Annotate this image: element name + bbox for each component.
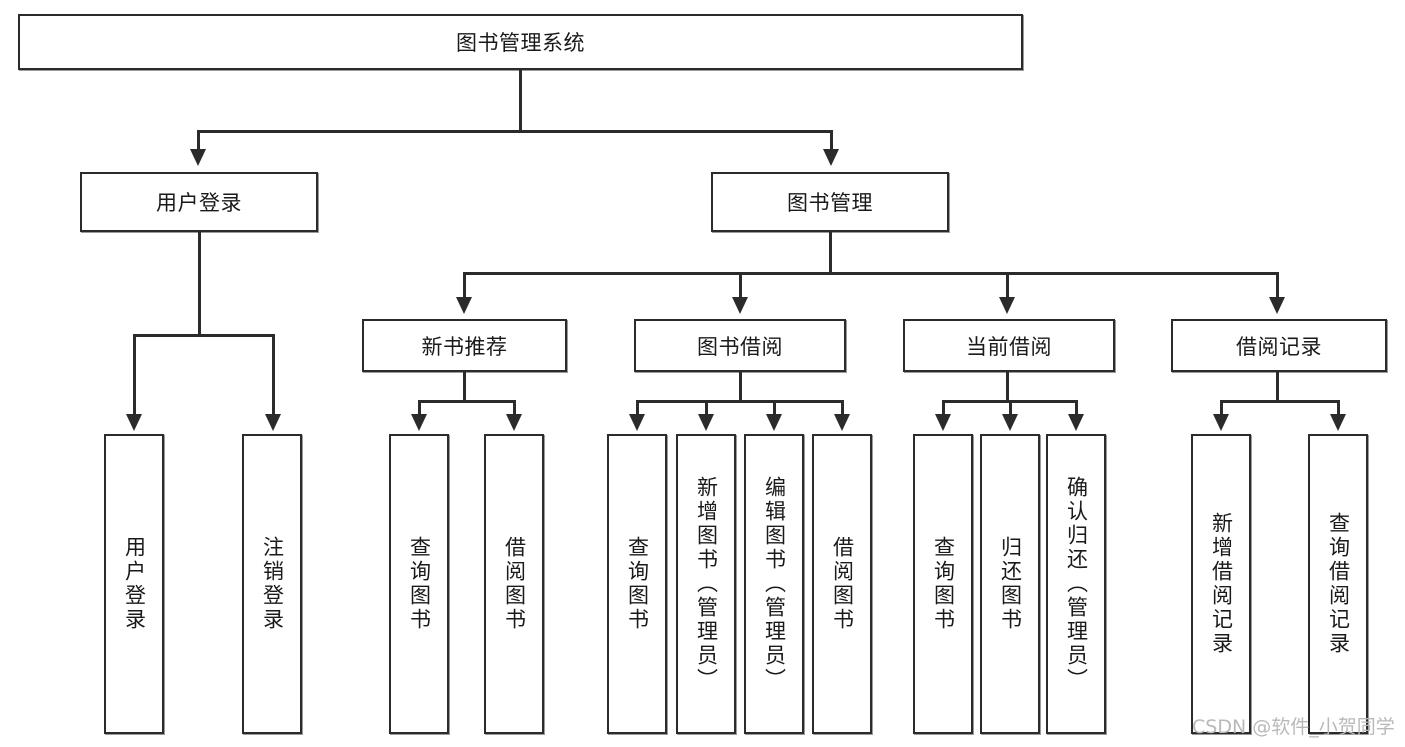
leaf-book-borrow-query-book[interactable]: 查询图书 xyxy=(607,434,667,734)
node-label: 用户登录 xyxy=(156,191,242,215)
leaf-new-book-borrow-book[interactable]: 借阅图书 xyxy=(484,434,544,734)
arrowhead-bm-to-book-borrow xyxy=(732,297,748,314)
connector-root-bus xyxy=(197,130,833,133)
leaf-book-borrow-borrow-book[interactable]: 借阅图书 xyxy=(812,434,872,734)
connector-current-borrow-stem xyxy=(1006,372,1009,402)
connector-user-login-to-leaf-2 xyxy=(272,334,275,418)
connector-user-login-stem xyxy=(198,232,201,336)
node-label: 新增图书（管理员） xyxy=(694,476,719,692)
connector-current-borrow-to-leaf-2 xyxy=(1009,400,1012,418)
node-label: 借阅图书 xyxy=(502,536,527,632)
node-label: 图书管理系统 xyxy=(456,31,585,55)
connector-bm-to-book-borrow xyxy=(739,272,742,300)
leaf-current-borrow-return-book[interactable]: 归还图书 xyxy=(980,434,1040,734)
arrowhead-book-borrow-to-leaf-4 xyxy=(834,414,850,431)
connector-book-management-bus xyxy=(463,272,1278,275)
arrowhead-user-login-to-leaf-2 xyxy=(265,414,281,431)
node-label: 新增借阅记录 xyxy=(1209,512,1234,656)
arrowhead-book-borrow-to-leaf-2 xyxy=(698,414,714,431)
node-label: 查询图书 xyxy=(931,536,956,632)
node-label: 查询图书 xyxy=(407,536,432,632)
node-label: 查询图书 xyxy=(625,536,650,632)
leaf-user-login-login[interactable]: 用户登录 xyxy=(104,434,164,734)
leaf-current-borrow-confirm-return-admin[interactable]: 确认归还（管理员） xyxy=(1046,434,1106,734)
connector-new-book-stem xyxy=(463,372,466,402)
arrowhead-bm-to-borrow-record xyxy=(1269,297,1285,314)
leaf-user-login-logout[interactable]: 注销登录 xyxy=(242,434,302,734)
node-label: 编辑图书（管理员） xyxy=(762,476,787,692)
connector-borrow-record-bus xyxy=(1220,400,1339,403)
connector-borrow-record-to-leaf-1 xyxy=(1220,400,1223,418)
connector-current-borrow-to-leaf-3 xyxy=(1075,400,1078,418)
arrowhead-root-to-book-management xyxy=(823,149,839,166)
arrowhead-user-login-to-leaf-1 xyxy=(126,414,142,431)
node-book-borrow[interactable]: 图书借阅 xyxy=(634,319,846,372)
connector-user-login-bus xyxy=(133,334,275,337)
arrowhead-root-to-user-login xyxy=(190,149,206,166)
arrowhead-current-borrow-to-leaf-2 xyxy=(1002,414,1018,431)
node-label: 注销登录 xyxy=(260,536,285,632)
node-book-management[interactable]: 图书管理 xyxy=(711,172,949,232)
connector-book-borrow-bus xyxy=(636,400,844,403)
node-label: 当前借阅 xyxy=(966,334,1052,359)
node-root-book-management-system[interactable]: 图书管理系统 xyxy=(18,14,1023,70)
connector-book-borrow-stem xyxy=(739,372,742,402)
node-label: 图书借阅 xyxy=(697,334,783,359)
connector-bm-to-borrow-record xyxy=(1276,272,1279,300)
node-label: 借阅图书 xyxy=(830,536,855,632)
connector-root-to-user-login xyxy=(197,130,200,152)
leaf-new-book-query-book[interactable]: 查询图书 xyxy=(389,434,449,734)
node-label: 查询借阅记录 xyxy=(1326,512,1351,656)
leaf-borrow-record-query-record[interactable]: 查询借阅记录 xyxy=(1308,434,1368,734)
arrowhead-bm-to-current-borrow xyxy=(999,297,1015,314)
arrowhead-new-book-to-leaf-1 xyxy=(411,414,427,431)
arrowhead-new-book-to-leaf-2 xyxy=(506,414,522,431)
connector-borrow-record-stem xyxy=(1276,372,1279,402)
connector-bm-to-new-book xyxy=(463,272,466,300)
connector-bm-to-current-borrow xyxy=(1006,272,1009,300)
arrowhead-bm-to-new-book xyxy=(456,297,472,314)
node-label: 确认归还（管理员） xyxy=(1064,476,1089,692)
arrowhead-book-borrow-to-leaf-3 xyxy=(766,414,782,431)
connector-root-stem xyxy=(519,70,522,132)
connector-user-login-to-leaf-1 xyxy=(133,334,136,418)
watermark-text: CSDN @软件_小贺同学 xyxy=(1192,716,1395,738)
connector-current-borrow-to-leaf-1 xyxy=(942,400,945,418)
connector-current-borrow-bus xyxy=(942,400,1075,403)
connector-new-book-bus xyxy=(418,400,516,403)
connector-new-book-to-leaf-1 xyxy=(418,400,421,418)
arrowhead-current-borrow-to-leaf-3 xyxy=(1068,414,1084,431)
arrowhead-current-borrow-to-leaf-1 xyxy=(935,414,951,431)
leaf-book-borrow-edit-book-admin[interactable]: 编辑图书（管理员） xyxy=(744,434,804,734)
leaf-current-borrow-query-book[interactable]: 查询图书 xyxy=(913,434,973,734)
connector-book-borrow-to-leaf-3 xyxy=(773,400,776,418)
node-label: 用户登录 xyxy=(122,536,147,632)
node-user-login[interactable]: 用户登录 xyxy=(80,172,318,232)
node-label: 借阅记录 xyxy=(1236,334,1322,359)
connector-new-book-to-leaf-2 xyxy=(513,400,516,418)
node-current-borrow[interactable]: 当前借阅 xyxy=(903,319,1115,372)
connector-book-borrow-to-leaf-1 xyxy=(636,400,639,418)
node-new-book-recommend[interactable]: 新书推荐 xyxy=(362,319,567,372)
arrowhead-book-borrow-to-leaf-1 xyxy=(629,414,645,431)
connector-book-borrow-to-leaf-4 xyxy=(841,400,844,418)
connector-root-to-book-management xyxy=(830,130,833,152)
leaf-book-borrow-add-book-admin[interactable]: 新增图书（管理员） xyxy=(676,434,736,734)
connector-book-borrow-to-leaf-2 xyxy=(705,400,708,418)
connector-book-management-stem xyxy=(829,232,832,274)
node-label: 归还图书 xyxy=(998,536,1023,632)
connector-borrow-record-to-leaf-2 xyxy=(1337,400,1340,418)
node-label: 图书管理 xyxy=(787,191,873,215)
arrowhead-borrow-record-to-leaf-1 xyxy=(1213,414,1229,431)
leaf-borrow-record-add-record[interactable]: 新增借阅记录 xyxy=(1191,434,1251,734)
node-borrow-record[interactable]: 借阅记录 xyxy=(1171,319,1387,372)
node-label: 新书推荐 xyxy=(421,334,508,359)
arrowhead-borrow-record-to-leaf-2 xyxy=(1330,414,1346,431)
